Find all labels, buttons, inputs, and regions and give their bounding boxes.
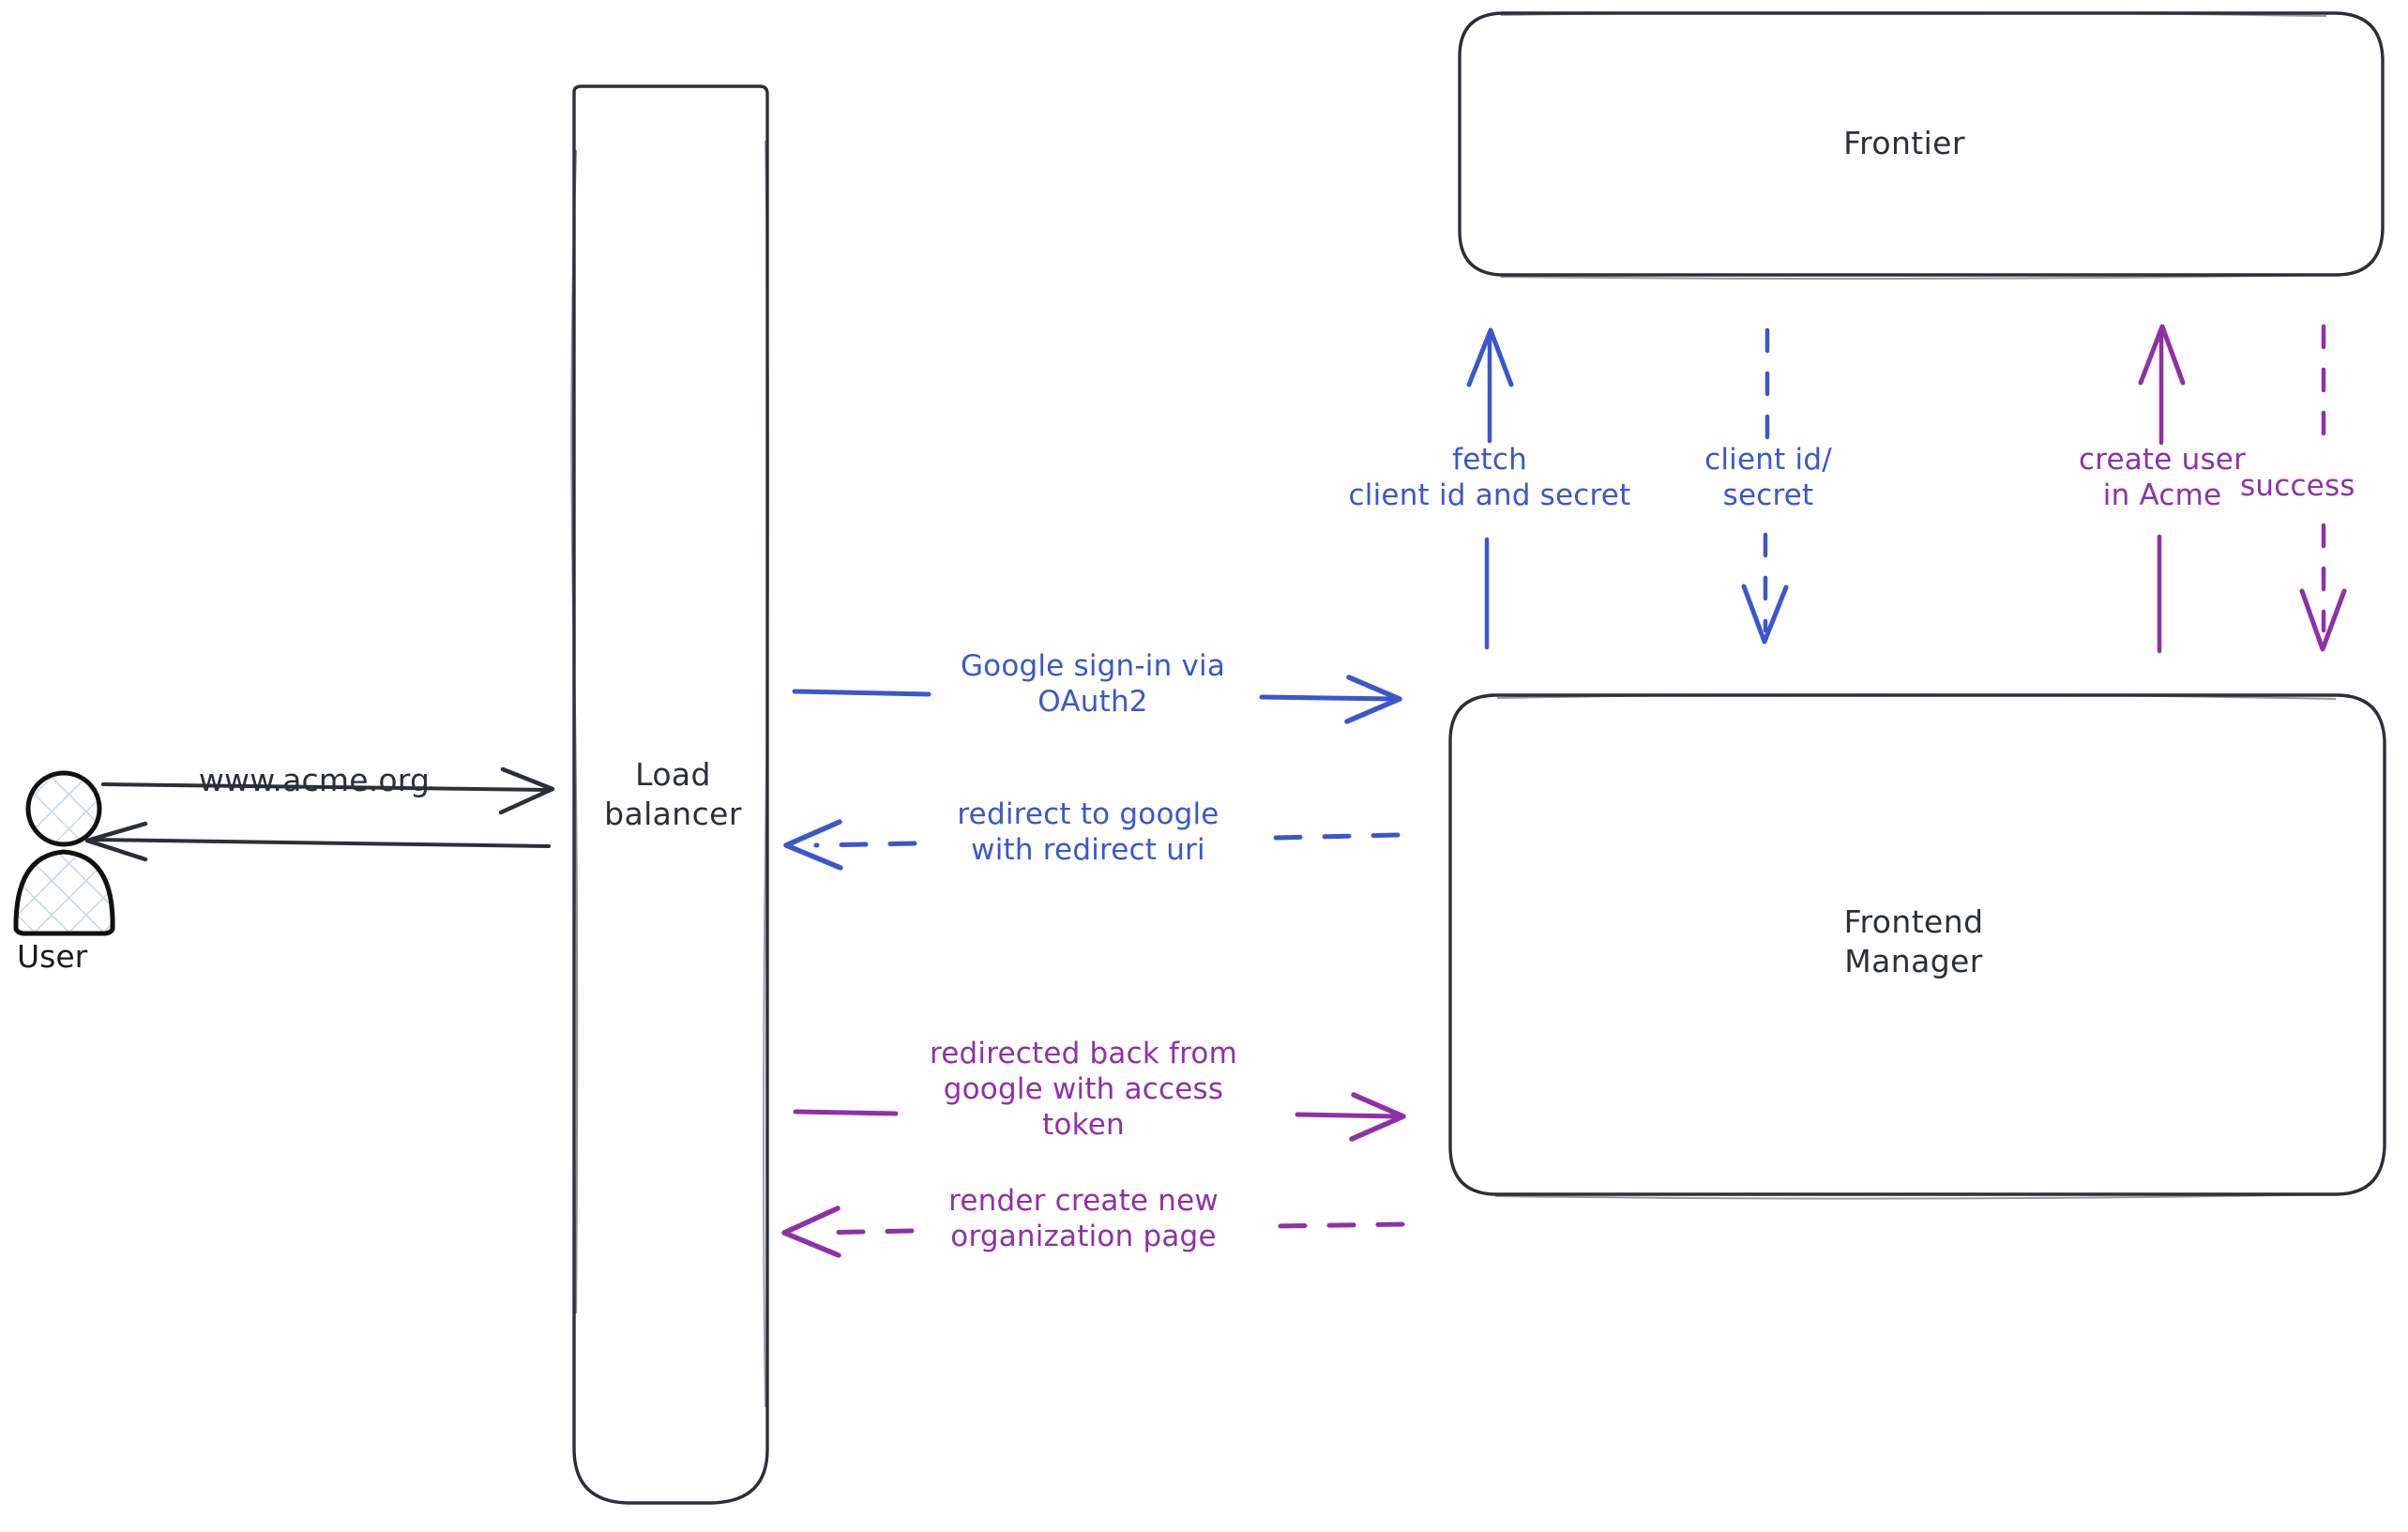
node-label-load-balancer: Load balancer <box>604 756 742 833</box>
edge-label-frontier-to-fm-success: success <box>2240 469 2355 503</box>
edge-label-lb-to-fm-token: redirected back from google with access … <box>929 1037 1238 1142</box>
edge-label-fm-to-frontier-create-user: create user in Acme <box>2078 443 2247 512</box>
edge-label-fm-to-frontier-fetch: fetch client id and secret <box>1348 443 1631 512</box>
actor-label-user: User <box>17 938 88 975</box>
node-label-frontend-manager: Frontend Manager <box>1843 903 1984 980</box>
edge-label-fm-to-lb-render: render create new organization page <box>948 1184 1219 1253</box>
edge-label-frontier-to-fm-credentials: client id/ secret <box>1704 443 1832 512</box>
edge-label-lb-to-fm-signin: Google sign-in via OAuth2 <box>960 649 1226 719</box>
edge-label-fm-to-lb-redirect: redirect to google with redirect uri <box>957 797 1219 867</box>
user-actor-icon <box>13 770 115 936</box>
edge-lb-to-user <box>84 821 551 862</box>
node-label-frontier: Frontier <box>1843 125 1965 161</box>
edge-label-user-to-lb: www.acme.org <box>198 762 431 798</box>
